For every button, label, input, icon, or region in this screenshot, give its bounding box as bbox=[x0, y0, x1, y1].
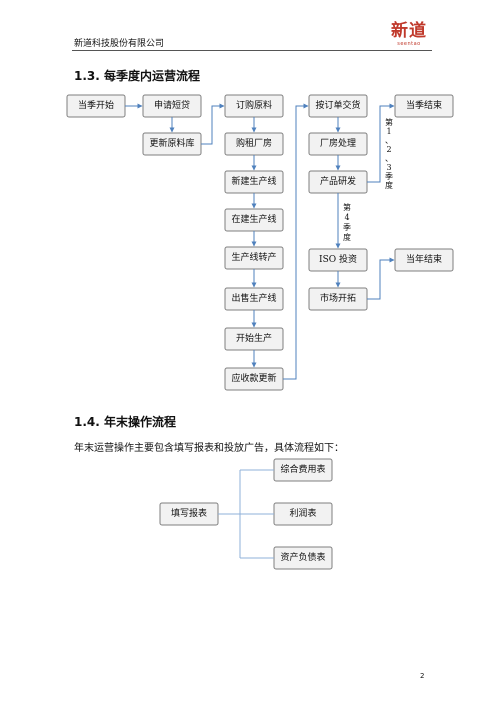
section-intro-paragraph: 年末运营操作主要包含填写报表和投放广告，具体流程如下： bbox=[74, 443, 344, 454]
node-label: 市场开拓 bbox=[320, 292, 356, 304]
node-dinggou-yuanliao: 订购原料 bbox=[224, 94, 284, 118]
node-label: 开始生产 bbox=[236, 332, 272, 344]
svg-text:第: 第 bbox=[385, 117, 393, 127]
label-quarter-1-2-3: 第 1 、 2 、 3 季 度 bbox=[385, 117, 393, 190]
node-label: 产品研发 bbox=[320, 175, 356, 187]
node-yingshoukuan-gengxin: 应收款更新 bbox=[224, 367, 284, 391]
node-label: 出售生产线 bbox=[231, 292, 276, 304]
node-income-statement: 利润表 bbox=[273, 502, 333, 526]
node-xinjian-shengchanxian: 新建生产线 bbox=[224, 170, 284, 194]
node-label: 利润表 bbox=[289, 507, 316, 519]
svg-text:3: 3 bbox=[386, 163, 391, 172]
node-label: 更新原料库 bbox=[149, 137, 194, 149]
node-label: 新建生产线 bbox=[231, 175, 276, 187]
svg-text:2: 2 bbox=[386, 145, 391, 154]
node-label: 综合费用表 bbox=[280, 463, 325, 475]
node-shengchanxian-zhuanchan: 生产线转产 bbox=[224, 246, 284, 270]
node-gouzu-changfang: 购租厂房 bbox=[224, 132, 284, 156]
node-label: ISO 投资 bbox=[319, 253, 357, 265]
node-shichang-kaituo: 市场开拓 bbox=[308, 287, 368, 311]
svg-text:、: 、 bbox=[385, 136, 393, 145]
node-dangji-kaishi: 当季开始 bbox=[66, 94, 126, 118]
node-shenqing-duandai: 申请短贷 bbox=[142, 94, 202, 118]
node-kaishi-shengchan: 开始生产 bbox=[224, 327, 284, 351]
node-fill-reports: 填写报表 bbox=[159, 502, 219, 526]
node-label: 在建生产线 bbox=[231, 213, 276, 225]
node-zaijian-shengchanxian: 在建生产线 bbox=[224, 208, 284, 232]
node-label: 填写报表 bbox=[171, 507, 207, 519]
node-balance-sheet: 资产负债表 bbox=[273, 546, 333, 570]
svg-text:第: 第 bbox=[343, 202, 351, 212]
header-company-name: 新道科技股份有限公司 bbox=[74, 39, 165, 49]
node-label: 当年结束 bbox=[406, 253, 442, 265]
node-label: 资产负债表 bbox=[280, 551, 325, 563]
node-changfang-chuli: 厂房处理 bbox=[308, 132, 368, 156]
svg-text:4: 4 bbox=[344, 213, 349, 222]
node-label: 当季开始 bbox=[78, 99, 114, 111]
svg-text:度: 度 bbox=[385, 180, 393, 190]
arrow-store-to-order-material bbox=[201, 103, 225, 145]
node-label: 生产线转产 bbox=[231, 251, 276, 263]
company-logo: 新道 seentao bbox=[389, 21, 429, 48]
svg-text:、: 、 bbox=[385, 154, 393, 163]
section-title-quarterly-flow: 1.3. 每季度内运营流程 bbox=[74, 69, 200, 83]
label-quarter-4: 第 4 季 度 bbox=[343, 202, 351, 242]
node-gengxin-yuanliaoku: 更新原料库 bbox=[142, 132, 202, 156]
arrow-rd-to-quarter-end bbox=[367, 103, 395, 183]
svg-text:度: 度 bbox=[343, 232, 351, 242]
node-label: 当季结束 bbox=[406, 99, 442, 111]
node-chushou-shengchanxian: 出售生产线 bbox=[224, 287, 284, 311]
svg-text:季: 季 bbox=[385, 171, 393, 181]
node-dangji-jieshu: 当季结束 bbox=[394, 94, 454, 118]
svg-text:季: 季 bbox=[343, 222, 351, 232]
node-chanpin-yanfa: 产品研发 bbox=[308, 170, 368, 194]
node-label: 按订单交货 bbox=[315, 99, 360, 111]
node-label: 订购原料 bbox=[236, 99, 272, 111]
logo-text: 新道 bbox=[391, 21, 427, 41]
node-label: 应收款更新 bbox=[231, 372, 276, 384]
arrow-receivable-to-delivery bbox=[283, 103, 309, 380]
arrow-market-to-year-end bbox=[367, 257, 395, 300]
svg-text:1: 1 bbox=[386, 127, 391, 136]
node-iso-touzi: ISO 投资 bbox=[308, 248, 368, 272]
node-label: 申请短贷 bbox=[154, 99, 190, 111]
node-expense-statement: 综合费用表 bbox=[273, 458, 333, 482]
node-label: 购租厂房 bbox=[236, 137, 272, 149]
node-label: 厂房处理 bbox=[320, 137, 356, 149]
header-divider bbox=[72, 50, 432, 51]
node-an-dingdan-jiaohuo: 按订单交货 bbox=[308, 94, 368, 118]
section-title-year-end-flow: 1.4. 年末操作流程 bbox=[74, 415, 176, 429]
logo-subtext: seentao bbox=[397, 41, 421, 47]
node-dangnian-jieshu: 当年结束 bbox=[394, 248, 454, 272]
page-number: 2 bbox=[420, 672, 425, 680]
